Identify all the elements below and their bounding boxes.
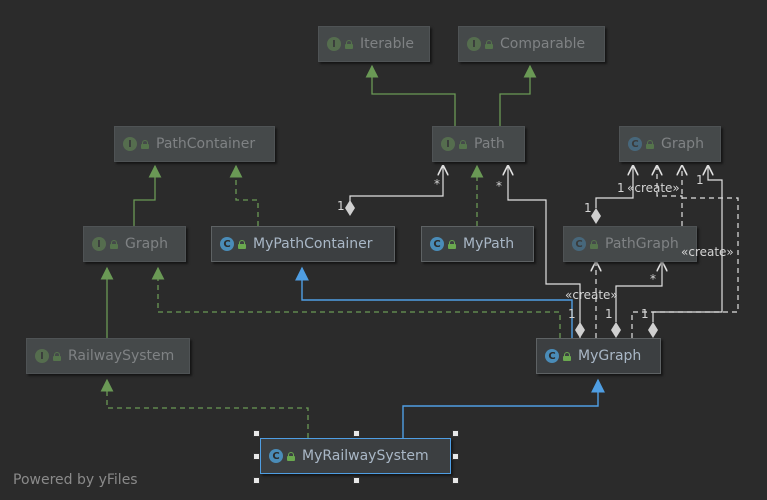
edge-label-create: «create» [627,181,680,195]
multiplicity-label: 1 [641,307,649,321]
diamond-mygraph-b [611,322,621,338]
node-comparable[interactable]: I Comparable [458,26,605,62]
lock-icon [485,39,493,49]
node-pathgraph[interactable]: C PathGraph [563,226,697,262]
edge-label-create: «create» [681,245,734,259]
class-icon: C [430,237,444,251]
lock-icon [53,351,61,361]
lock-icon [448,239,456,249]
edge-pathgraph-graphc-assoc [595,166,633,208]
interface-icon: I [92,237,106,251]
selection-handle[interactable] [452,430,459,437]
lock-icon [646,139,654,149]
node-label: PathGraph [605,236,679,252]
edge-mypathcontainer-path-assoc [349,166,443,206]
edge-path-comparable [499,64,537,126]
edge-mygraph-mypathcontainer [295,266,573,338]
node-label: Iterable [360,36,414,52]
multiplicity-label: * [650,272,656,286]
lock-icon [590,239,598,249]
interface-icon: I [441,137,455,151]
powered-by-footer: Powered by yFiles [13,472,138,488]
edge-pathgraph-graphc-create [657,166,683,226]
node-path[interactable]: I Path [432,126,525,162]
class-icon: C [628,137,642,151]
edge-myrailwaysystem-railwaysystem [100,378,309,438]
diamond-mygraph-a [575,322,585,338]
edge-mygraph-path-assoc [508,166,581,338]
node-graph-class[interactable]: C Graph [619,126,721,162]
interface-icon: I [35,349,49,363]
edge-mygraph-graphc-assoc [652,166,723,322]
lock-icon [238,239,246,249]
node-label: RailwaySystem [68,348,175,364]
multiplicity-label: * [434,177,440,191]
node-iterable[interactable]: I Iterable [318,26,430,62]
selection-handle[interactable] [353,430,360,437]
node-label: MyPath [463,236,515,252]
selection-handle[interactable] [253,453,260,460]
node-label: Graph [125,236,168,252]
lock-icon [459,139,467,149]
node-label: Graph [661,136,704,152]
class-icon: C [572,237,586,251]
node-label: PathContainer [156,136,256,152]
class-icon: C [269,449,283,463]
node-pathcontainer[interactable]: I PathContainer [114,126,275,162]
selection-handle[interactable] [452,477,459,484]
multiplicity-label: 1 [337,199,345,213]
node-label: Comparable [500,36,586,52]
class-icon: C [545,349,559,363]
diamond-pathgraph [591,208,601,224]
interface-icon: I [327,37,341,51]
edge-graph-pathcontainer [133,164,162,226]
lock-icon [563,351,571,361]
node-railwaysystem[interactable]: I RailwaySystem [26,338,190,374]
selection-handle[interactable] [353,477,360,484]
node-mygraph[interactable]: C MyGraph [536,338,661,374]
interface-icon: I [467,37,481,51]
multiplicity-label: * [496,179,502,193]
edge-mypathcontainer-pathcontainer [229,164,259,226]
selection-handle[interactable] [253,477,260,484]
edge-myrailwaysystem-mygraph [402,378,605,438]
selection-handle[interactable] [452,453,459,460]
edge-path-iterable [365,64,456,126]
node-label: Path [474,136,505,152]
edge-label-create: «create» [565,288,618,302]
node-mypathcontainer[interactable]: C MyPathContainer [211,226,395,262]
node-mypath[interactable]: C MyPath [421,226,534,262]
multiplicity-label: 1 [605,307,613,321]
edge-mygraph-pathgraph-assoc [615,262,662,322]
multiplicity-label: 1 [696,173,704,187]
interface-icon: I [123,137,137,151]
class-icon: C [220,237,234,251]
lock-icon [110,239,118,249]
node-graph-interface[interactable]: I Graph [83,226,186,262]
edge-mygraph-graphc-create [631,166,739,338]
node-label: MyRailwaySystem [302,448,429,464]
diamond-mypathcontainer [345,200,355,216]
lock-icon [345,39,353,49]
node-label: MyPathContainer [253,236,373,252]
multiplicity-label: 1 [584,201,592,215]
node-label: MyGraph [578,348,642,364]
lock-icon [287,451,295,461]
multiplicity-label: 1 [568,307,576,321]
multiplicity-label: 1 [617,181,625,195]
edge-mygraph-graph-iface [151,266,561,338]
lock-icon [141,139,149,149]
node-myrailwaysystem[interactable]: C MyRailwaySystem [260,438,451,474]
selection-handle[interactable] [253,430,260,437]
diamond-mygraph-c [648,322,658,338]
